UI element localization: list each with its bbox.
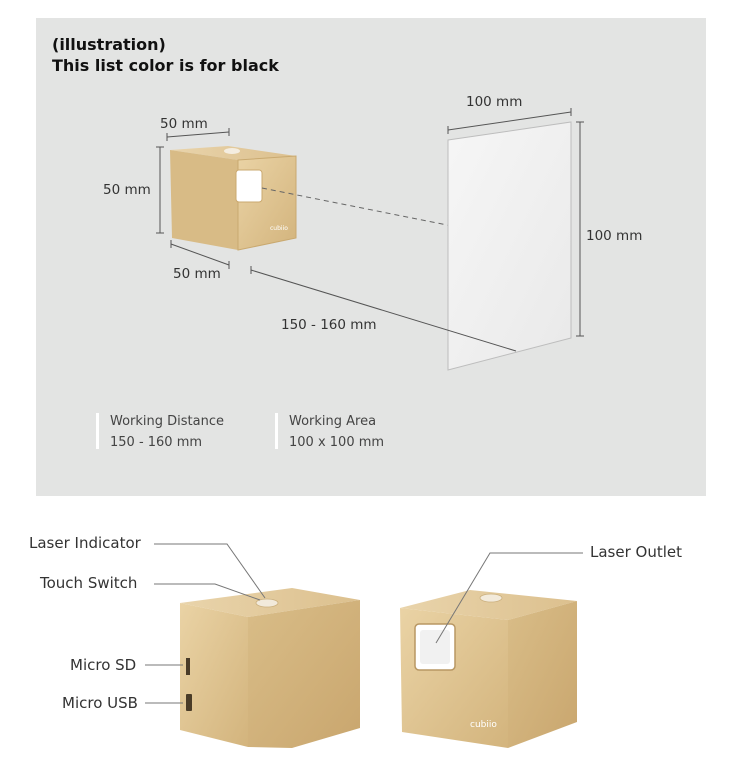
micro-sd-label: Micro SD	[70, 656, 137, 674]
laser-indicator-label: Laser Indicator	[29, 534, 141, 552]
micro-sd-slot	[186, 658, 190, 675]
micro-usb-label: Micro USB	[62, 694, 138, 712]
working-area-label: Working Area	[289, 414, 377, 429]
cube-width-label: 50 mm	[160, 116, 208, 132]
cube-height-label: 50 mm	[103, 182, 151, 198]
cube-photo-left	[180, 588, 360, 748]
cube-photo-logo: cubiio	[470, 720, 497, 730]
projection-screen	[447, 121, 572, 371]
distance-label: 150 - 160 mm	[281, 317, 377, 333]
dimension-lines	[156, 108, 584, 352]
spec-working-area: Working Area 100 x 100 mm	[289, 411, 384, 453]
cube-illustration: cubiio	[170, 146, 297, 251]
cube-logo: cubiio	[270, 225, 288, 232]
screen-height-label: 100 mm	[586, 228, 643, 244]
cube-depth-label: 50 mm	[173, 266, 221, 282]
working-area-value: 100 x 100 mm	[289, 435, 385, 450]
screen-width-label: 100 mm	[466, 94, 523, 110]
header-line-2: This list color is for black	[52, 56, 279, 75]
spec-divider-1	[96, 413, 99, 449]
spec-divider-2	[275, 413, 278, 449]
cube-photo-right: cubiio	[400, 590, 577, 748]
laser-beam-line	[261, 187, 513, 239]
working-distance-value: 150 - 160 mm	[110, 435, 203, 450]
illustration-panel	[36, 18, 706, 496]
illustration-header: (illustration) This list color is for bl…	[52, 34, 279, 76]
micro-usb-port	[186, 694, 192, 711]
callout-lines	[145, 543, 583, 704]
working-distance-label: Working Distance	[110, 414, 224, 429]
touch-switch-label: Touch Switch	[40, 574, 138, 592]
laser-outlet-label: Laser Outlet	[590, 543, 682, 561]
header-line-1: (illustration)	[52, 35, 166, 54]
spec-working-distance: Working Distance 150 - 160 mm	[110, 411, 224, 453]
